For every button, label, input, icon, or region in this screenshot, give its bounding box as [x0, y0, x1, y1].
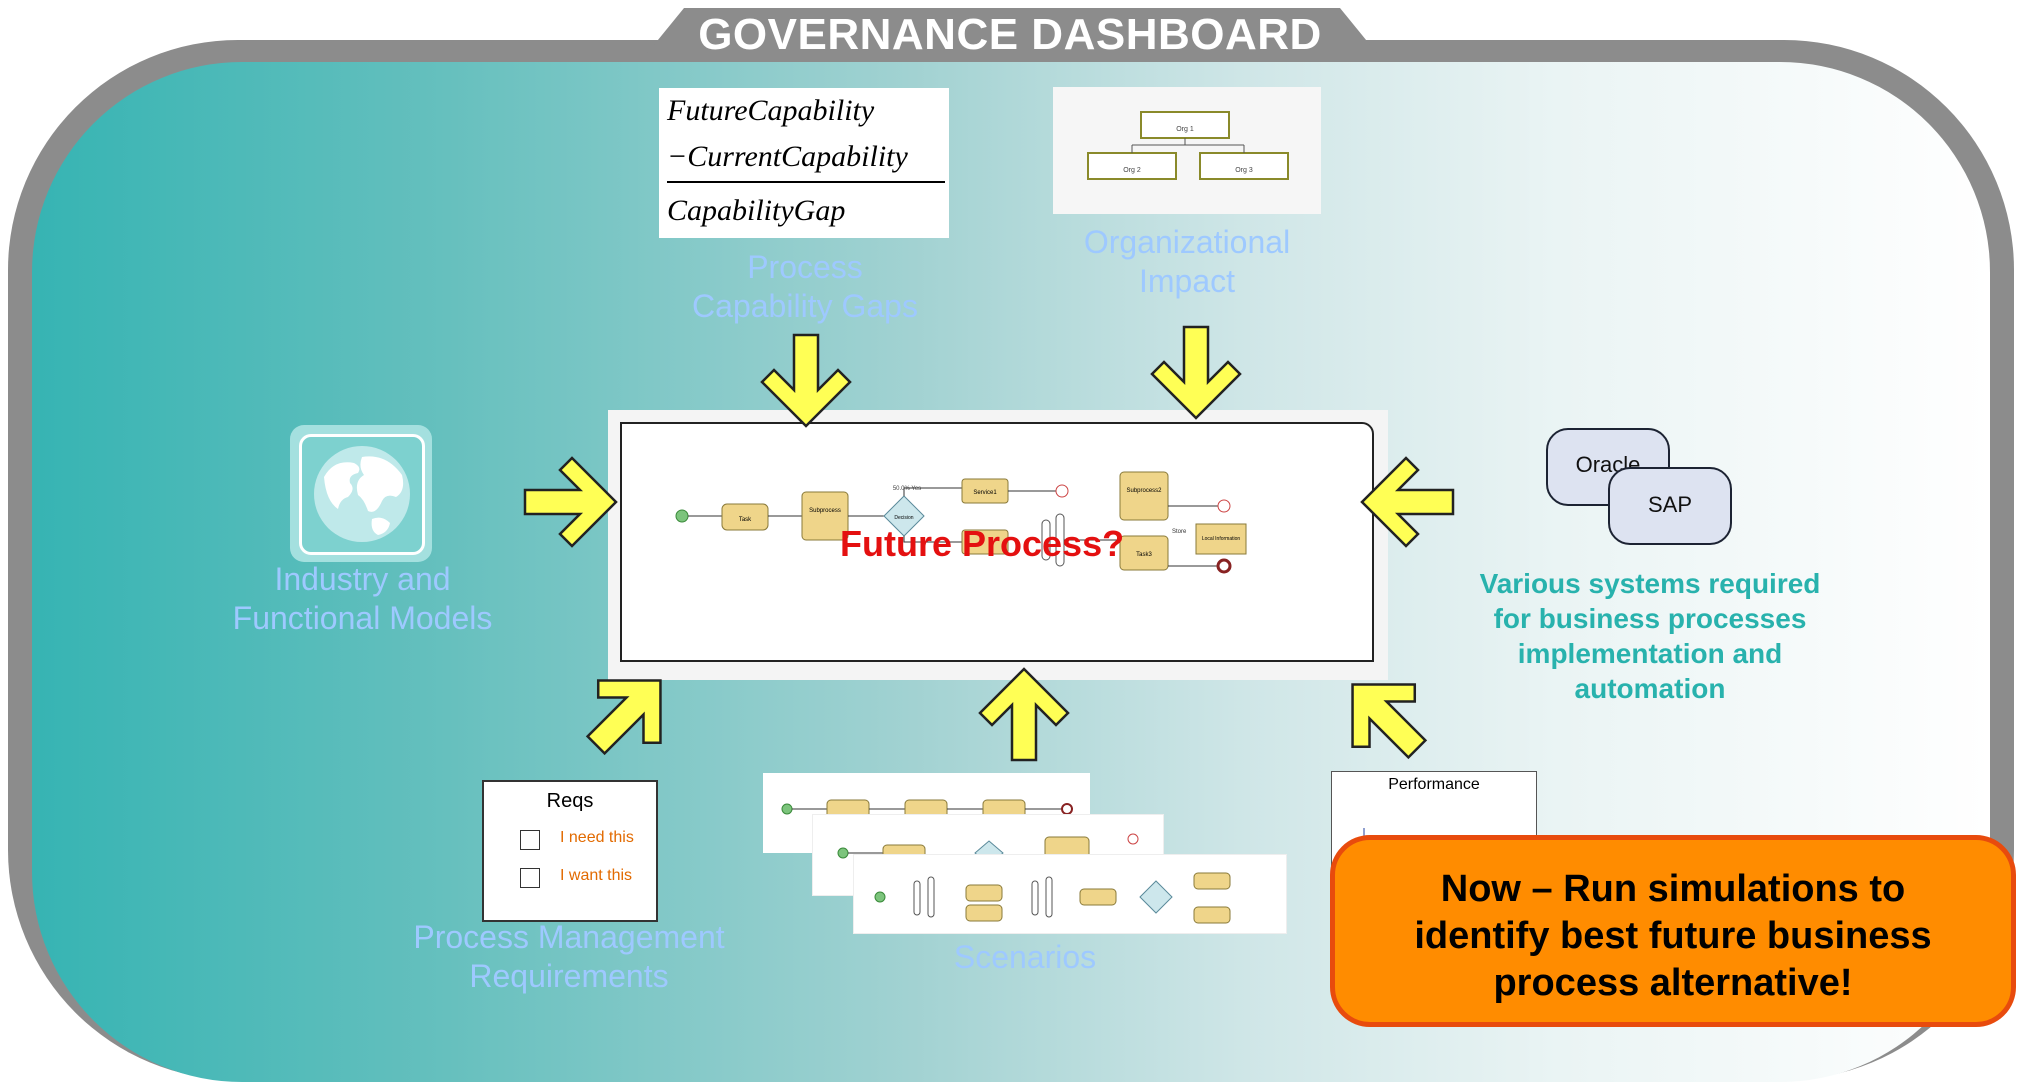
formula-line-1: FutureCapability: [667, 94, 875, 127]
future-process-overlay: Future Process?: [840, 523, 1125, 564]
subprocess-label: Subprocess: [809, 508, 841, 514]
formula-line-2: −CurrentCapability: [667, 140, 908, 173]
subprocess2-label: Subprocess2: [1126, 488, 1162, 494]
arrow-capability-gaps: [760, 333, 852, 428]
callout-line-3: process alternative!: [1493, 962, 1853, 1004]
capability-gaps-label-line-2: Capability Gaps: [692, 288, 918, 324]
store-label: Store: [1172, 529, 1187, 535]
org-chart-thumbnail: Org 1 Org 2 Org 3: [1053, 87, 1321, 214]
systems-caption: Various systems required for business pr…: [1450, 566, 1850, 706]
service-label: Service1: [973, 490, 997, 496]
org-impact-label-line-2: Impact: [1138, 263, 1236, 299]
sap-label: SAP: [1647, 492, 1693, 517]
arrow-industry-models: [523, 456, 618, 548]
performance-title: Performance: [1388, 776, 1480, 793]
pm-requirements-label-line-1: Process Management: [413, 919, 725, 955]
capability-gaps-label: Process Capability Gaps: [620, 248, 990, 326]
need-checkbox[interactable]: [520, 830, 540, 850]
systems-caption-line-4: automation: [1574, 673, 1726, 704]
systems-caption-line-3: implementation and: [1517, 638, 1783, 669]
org-impact-label-line-1: Organizational: [1083, 224, 1291, 260]
org-node-right: Org 3: [1235, 167, 1253, 174]
industry-models-label: Industry and Functional Models: [210, 560, 515, 638]
want-checkbox[interactable]: [520, 868, 540, 888]
formula-divider: [667, 181, 945, 183]
capability-gap-formula: FutureCapability −CurrentCapability Capa…: [659, 88, 949, 238]
want-label: I want this: [560, 867, 633, 884]
arrow-requirements: [563, 648, 693, 778]
sap-box: SAP: [1608, 467, 1732, 545]
industry-models-label-line-1: Industry and: [274, 561, 451, 597]
arrow-systems: [1360, 456, 1455, 548]
org-node-left: Org 2: [1123, 167, 1141, 174]
scenario-card-3: [854, 855, 1286, 933]
globe-icon: [299, 434, 425, 555]
systems-caption-line-1: Various systems required: [1479, 568, 1821, 599]
requirements-card: Reqs I need this I want this: [482, 780, 658, 922]
requirements-title: Reqs: [546, 790, 594, 812]
title-tab: [640, 8, 1384, 62]
industry-models-tile: [290, 425, 432, 562]
callout-line-1: Now – Run simulations to: [1440, 868, 1906, 910]
yes-branch-label: 50.0% Yes: [893, 486, 921, 492]
dashboard-title: GOVERNANCE DASHBOARD: [698, 10, 1322, 59]
bpmn-diagram: Task Subprocess Decision 50.0% Yes Servi…: [675, 471, 1247, 574]
org-impact-label: Organizational Impact: [1030, 223, 1344, 301]
industry-models-label-line-2: Functional Models: [232, 600, 493, 636]
need-label: I need this: [560, 829, 634, 846]
systems-caption-line-2: for business processes: [1493, 603, 1807, 634]
local-info-label: Local Information: [1202, 536, 1241, 542]
arrow-scenarios: [978, 667, 1070, 762]
task3-label: Task3: [1136, 552, 1152, 558]
org-chart-diagram: Org 1 Org 2 Org 3: [1087, 111, 1289, 180]
pm-requirements-label-line-2: Requirements: [469, 958, 669, 994]
arrow-performance: [1320, 652, 1450, 782]
capability-gaps-label-line-1: Process: [747, 249, 863, 285]
simulation-callout: Now – Run simulations to identify best f…: [1330, 835, 2016, 1027]
org-node-top: Org 1: [1176, 126, 1194, 133]
arrow-org-impact: [1150, 325, 1242, 420]
pm-requirements-label: Process Management Requirements: [378, 918, 760, 996]
formula-line-3: CapabilityGap: [667, 194, 846, 227]
callout-line-2: identify best future business: [1414, 915, 1932, 957]
task-label: Task: [739, 517, 752, 523]
scenarios-label: Scenarios: [953, 939, 1097, 975]
future-process-diagram: Task Subprocess Decision 50.0% Yes Servi…: [620, 422, 1374, 662]
decision-label: Decision: [894, 515, 913, 521]
